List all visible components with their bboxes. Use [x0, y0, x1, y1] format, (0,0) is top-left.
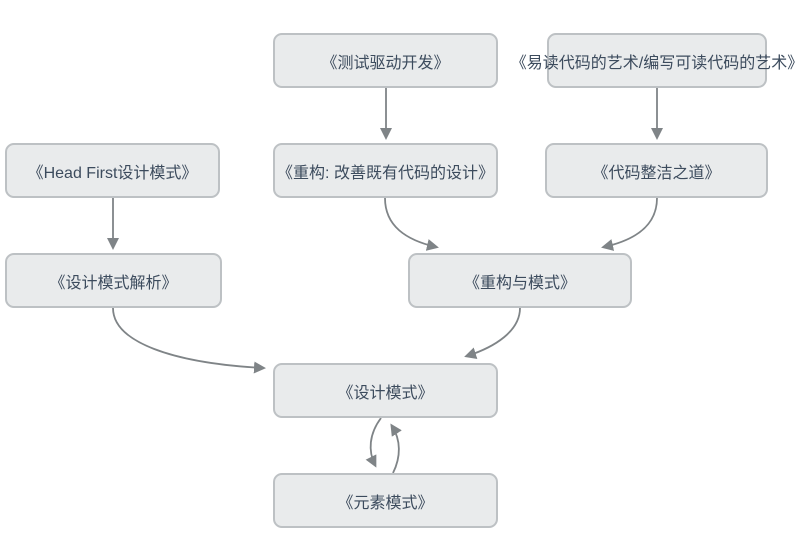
node-refactoring-to-patterns[interactable]: 《重构与模式》: [408, 253, 632, 308]
edge-design-patterns-to-elemental: [365, 417, 382, 468]
node-head-first-design-patterns[interactable]: 《Head First设计模式》: [5, 143, 220, 198]
node-design-patterns[interactable]: 《设计模式》: [273, 363, 498, 418]
node-refactoring[interactable]: 《重构: 改善既有代码的设计》: [273, 143, 498, 198]
node-clean-code[interactable]: 《代码整洁之道》: [545, 143, 768, 198]
edge-clean-code-to-refactoring-to-patterns: [601, 197, 658, 251]
node-clean-code-label: 《代码整洁之道》: [592, 164, 721, 182]
node-tdd-label: 《测试驱动开发》: [321, 54, 450, 72]
edge-refactoring-to-patterns-to-design-patterns: [464, 307, 521, 359]
node-refactoring-to-patterns-label: 《重构与模式》: [463, 274, 576, 292]
node-elemental-design-patterns[interactable]: 《元素模式》: [273, 473, 498, 528]
edge-design-patterns-explained-to-design-patterns: [112, 307, 266, 374]
node-tdd[interactable]: 《测试驱动开发》: [273, 33, 498, 88]
node-design-patterns-explained-label: 《设计模式解析》: [49, 274, 178, 292]
edge-elemental-to-design-patterns: [390, 423, 402, 474]
edge-refactoring-to-refactoring-to-patterns: [384, 197, 439, 251]
node-readable-code-label: 《易读代码的艺术/编写可读代码的艺术》: [510, 54, 800, 72]
node-head-first-design-patterns-label: 《Head First设计模式》: [27, 164, 198, 182]
node-design-patterns-explained[interactable]: 《设计模式解析》: [5, 253, 222, 308]
node-design-patterns-label: 《设计模式》: [337, 384, 434, 402]
node-readable-code[interactable]: 《易读代码的艺术/编写可读代码的艺术》: [511, 33, 800, 88]
node-elemental-design-patterns-label: 《元素模式》: [337, 494, 434, 512]
node-refactoring-label: 《重构: 改善既有代码的设计》: [277, 164, 494, 182]
